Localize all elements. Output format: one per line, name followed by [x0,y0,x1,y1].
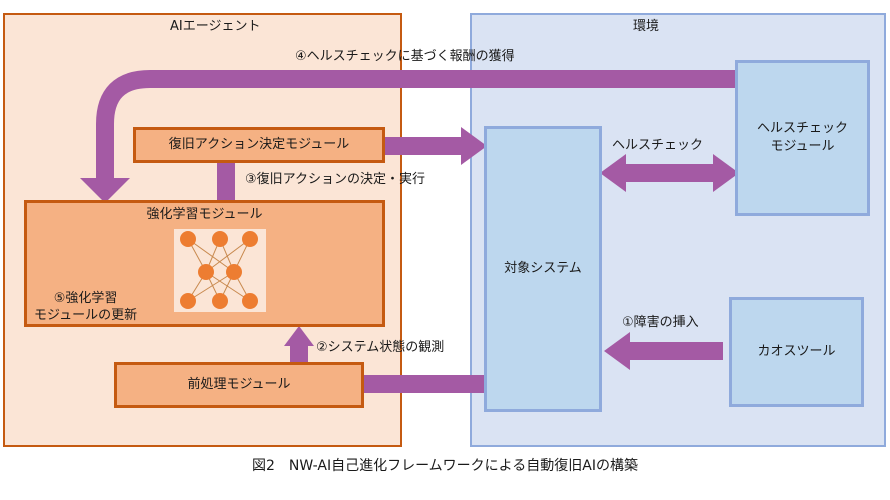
reward-label: ④ヘルスチェックに基づく報酬の獲得 [295,49,515,64]
recovery-action-module: 復旧アクション決定モジュール [133,127,385,163]
healthcheck-arrowhead-left [600,154,626,192]
reward-arrowhead [80,178,130,203]
neural-network-graphic [180,231,258,309]
execute-arrowhead [461,127,487,165]
reward-arrow [96,70,740,180]
healthcheck-arrow-shaft [624,164,715,182]
target-system: 対象システム [484,126,602,412]
inject-arrow-shaft [628,342,723,360]
execute-arrow-shaft [383,137,463,155]
rl-update-label: ⑤強化学習 モジュールの更新 [34,291,138,323]
environment-panel-title: 環境 [633,19,660,34]
rl-module-label: 強化学習モジュール [146,207,263,222]
inject-fault-label: ①障害の挿入 [622,315,699,330]
preprocess-module: 前処理モジュール [114,362,364,408]
chaos-tool: カオスツール [729,297,864,407]
decide-connector [217,160,235,202]
observe-label: ②システム状態の観測 [316,340,445,355]
preprocess-connector [362,375,484,393]
neural-network-icon [174,229,266,312]
healthcheck-arrowhead-right [713,154,739,192]
healthcheck-module: ヘルスチェック モジュール [735,60,870,216]
healthcheck-label: ヘルスチェック [612,138,704,153]
figure-caption: 図2 NW-AI自己進化フレームワークによる自動復旧AIの構築 [252,458,638,474]
observe-arrowhead [284,326,314,346]
inject-arrowhead [604,332,630,370]
decide-execute-label: ③復旧アクションの決定・実行 [245,172,426,187]
observe-arrow-shaft [290,344,308,366]
agent-panel-title: AIエージェント [170,19,261,34]
